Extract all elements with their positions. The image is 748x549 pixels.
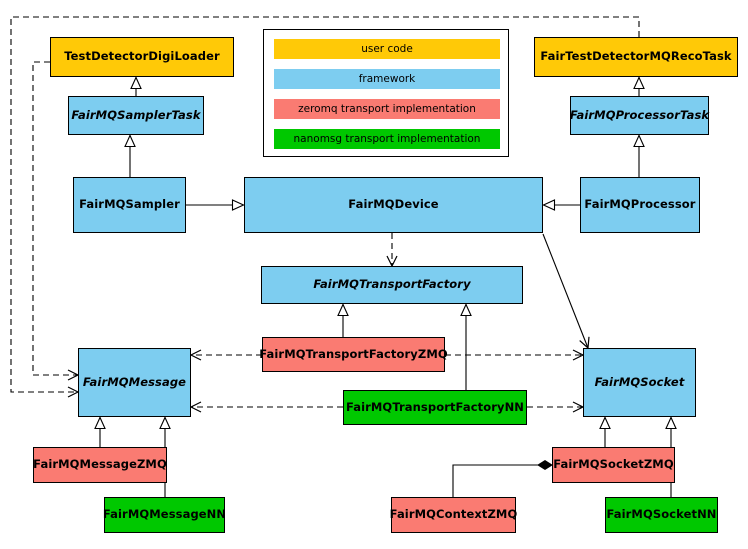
edge-socketzmq-composition-contextzmq xyxy=(452,460,553,497)
class-box-fairmqtransportfactoryzmq[interactable]: FairMQTransportFactoryZMQ xyxy=(259,337,448,372)
class-box-fairmqprocessor[interactable]: FairMQProcessor xyxy=(580,177,700,233)
class-box-fairmqsampler[interactable]: FairMQSampler xyxy=(73,177,186,233)
legend-label: nanomsg transport implementation xyxy=(293,133,481,145)
class-box-fairmqsamplertask[interactable]: FairMQSamplerTask xyxy=(68,96,204,135)
legend-label: framework xyxy=(358,73,416,85)
class-box-fairmqsocket[interactable]: FairMQSocket xyxy=(583,348,696,417)
class-box-fairmqprocessortask[interactable]: FairMQProcessorTask xyxy=(570,96,709,135)
class-box-fairmqmessagezmq[interactable]: FairMQMessageZMQ xyxy=(33,447,167,483)
legend-label: user code xyxy=(361,43,413,55)
class-box-fairmqtransportfactory[interactable]: FairMQTransportFactory xyxy=(261,266,523,304)
class-box-fairmqcontextzmq[interactable]: FairMQContextZMQ xyxy=(390,497,517,533)
class-box-fairmqsocketzmq[interactable]: FairMQSocketZMQ xyxy=(552,447,675,483)
class-box-fairmqmessagenn[interactable]: FairMQMessageNN xyxy=(103,497,226,533)
edge-recotask-to-message xyxy=(10,16,640,398)
legend-box: user code framework zeromq transport imp… xyxy=(263,29,509,157)
class-box-fairmqsocketnn[interactable]: FairMQSocketNN xyxy=(605,497,718,533)
class-box-fairmqtransportfactorynn[interactable]: FairMQTransportFactoryNN xyxy=(343,390,527,425)
edge-device-to-socket xyxy=(542,233,590,350)
legend-item-zeromq: zeromq transport implementation xyxy=(274,99,500,119)
class-box-fairtestdetectormqrecotask[interactable]: FairTestDetectorMQRecoTask xyxy=(534,37,738,77)
legend-item-framework: framework xyxy=(274,69,500,89)
class-box-fairmqmessage[interactable]: FairMQMessage xyxy=(78,348,191,417)
legend-item-user-code: user code xyxy=(274,39,500,59)
legend-item-nanomsg: nanomsg transport implementation xyxy=(274,129,500,149)
class-box-testdetectordigiloader[interactable]: TestDetectorDigiLoader xyxy=(50,37,234,77)
legend-label: zeromq transport implementation xyxy=(298,103,476,115)
class-box-fairmqdevice[interactable]: FairMQDevice xyxy=(244,177,543,233)
edge-digiloader-to-message xyxy=(32,61,80,381)
